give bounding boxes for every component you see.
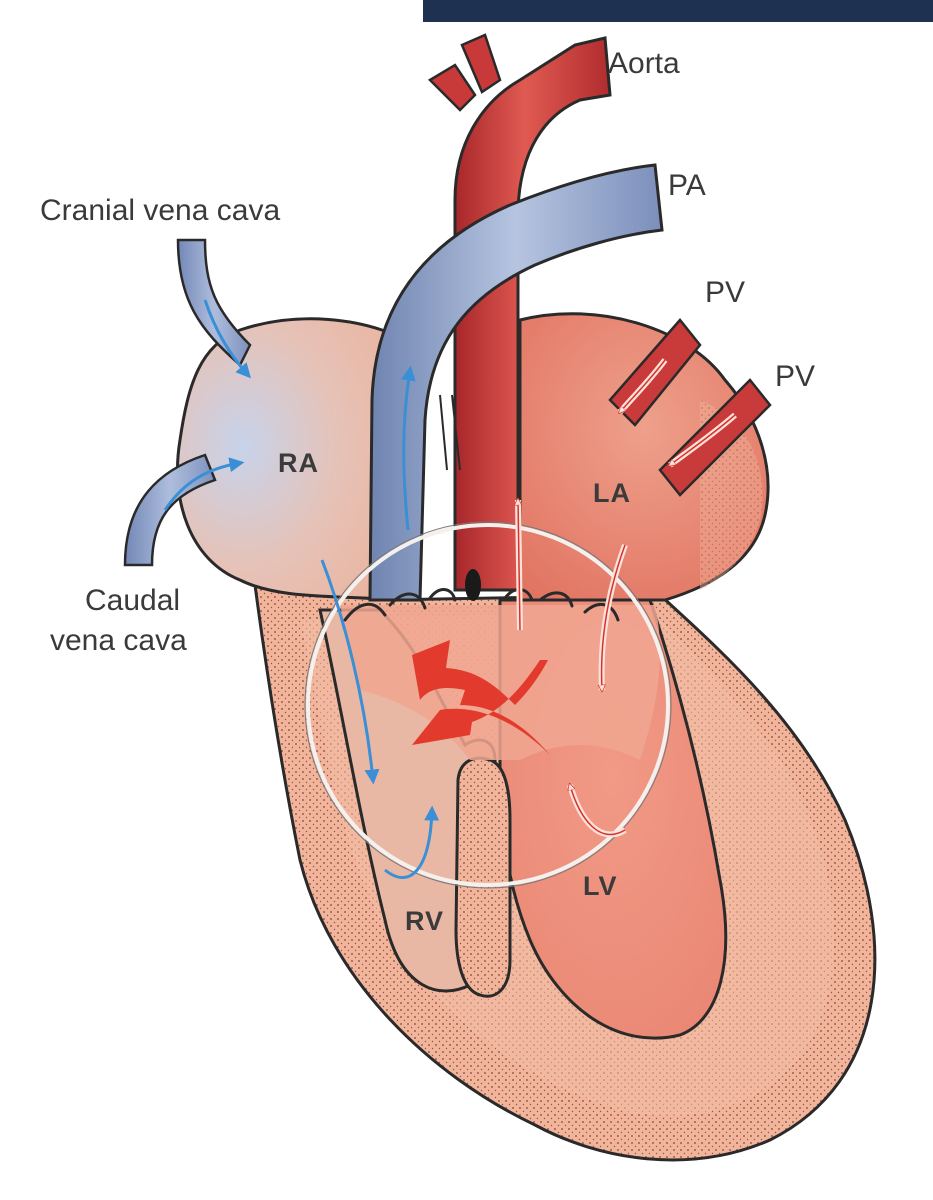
interventricular-septum [454, 756, 512, 998]
label-rv: RV [405, 906, 444, 936]
highlight-circle [306, 523, 670, 887]
label-caudal-line2: vena cava [50, 624, 187, 657]
label-pv-upper: PV [705, 276, 745, 309]
flow-arrow-cranial-in [203, 299, 252, 379]
label-pv-lower: PV [775, 360, 815, 393]
label-caudal-line1: Caudal [85, 584, 180, 617]
label-pa: PA [668, 169, 706, 202]
label-ra: RA [278, 448, 319, 478]
label-lv: LV [583, 871, 618, 901]
label-la: LA [593, 478, 631, 508]
flow-arrow-pa-up [400, 365, 416, 531]
label-cranial-vena-cava: Cranial vena cava [40, 194, 280, 227]
flow-arrow-rv-up [384, 805, 440, 879]
flow-arrow-ra-to-rv [320, 559, 380, 785]
cranial-vena-cava [176, 238, 252, 368]
pulmonary-vein-lower [658, 378, 772, 497]
top-banner [423, 0, 933, 22]
label-aorta: Aorta [608, 47, 680, 80]
aorta [453, 36, 612, 592]
shunt-arrow [412, 640, 550, 755]
pulmonary-artery [368, 163, 664, 602]
right-atrium [176, 317, 397, 602]
flow-arrow-caudal-in [163, 457, 245, 511]
